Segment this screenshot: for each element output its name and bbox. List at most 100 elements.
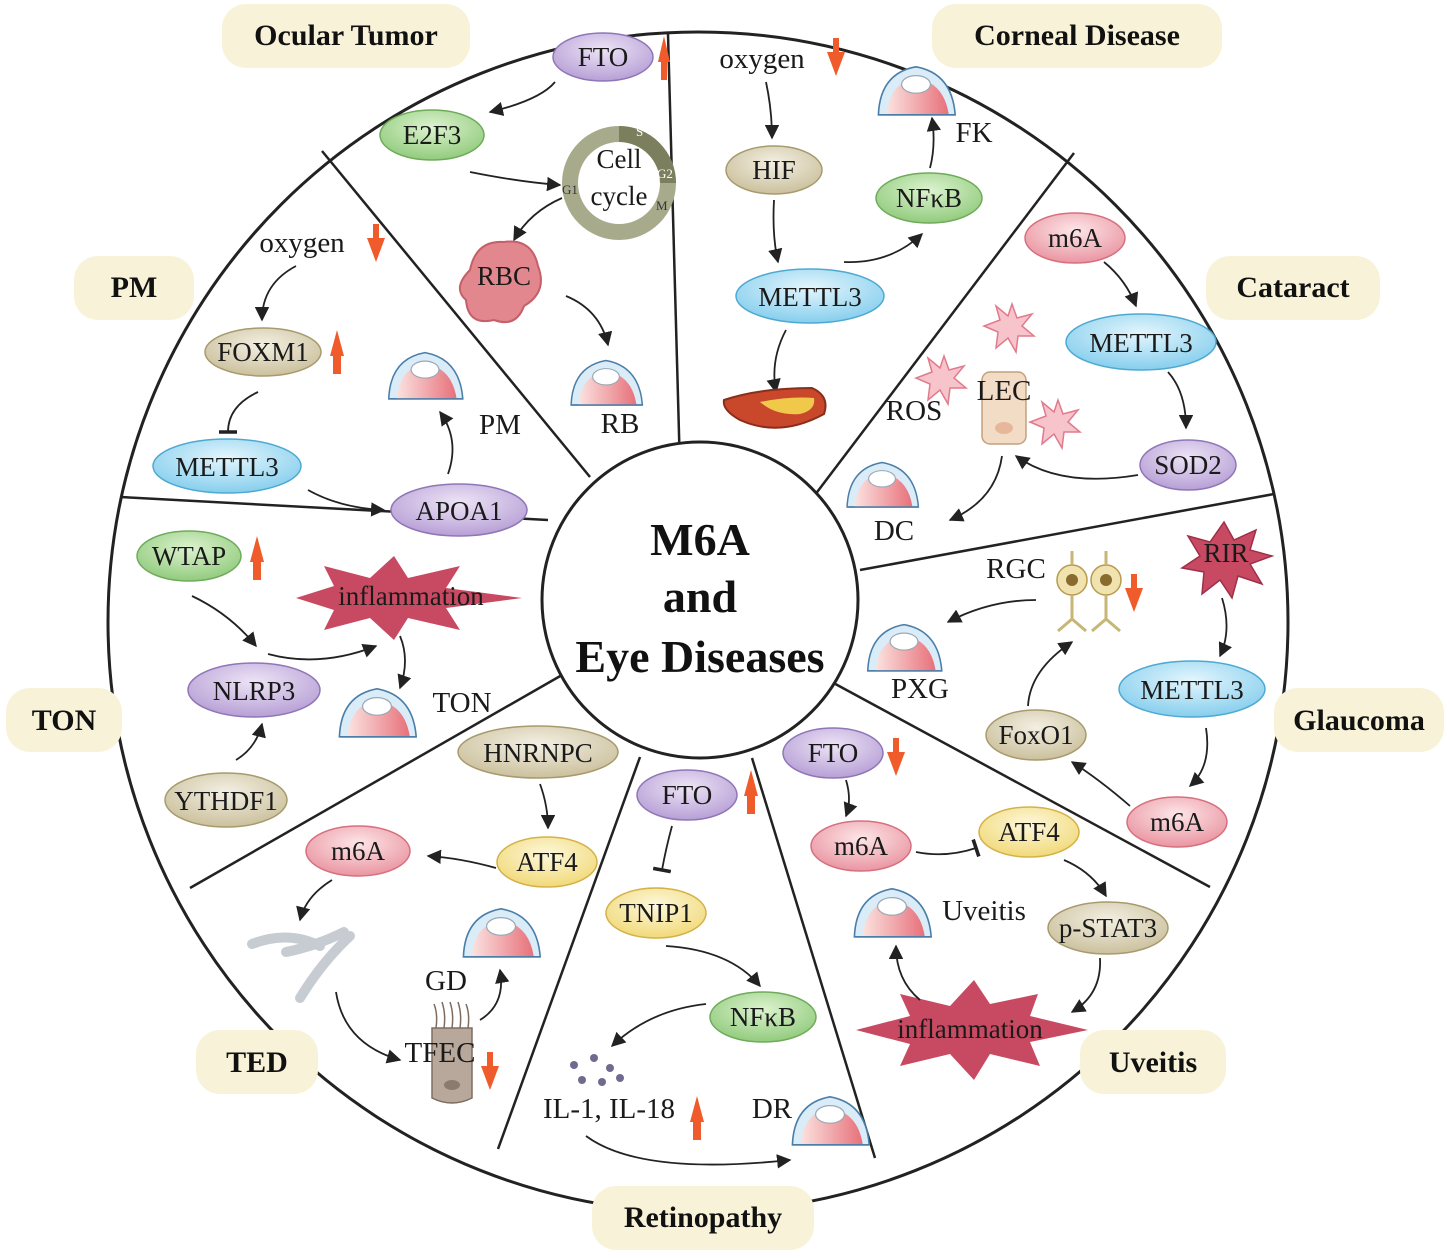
node-wtap-label: WTAP — [152, 541, 226, 571]
center-title: M6A and Eye Diseases — [575, 514, 824, 682]
node-m6a-label: m6A — [1048, 223, 1103, 253]
badge-glaucoma — [1274, 688, 1444, 752]
node-mettl3 — [1118, 660, 1266, 718]
label-il: IL-1, IL-18 — [543, 1093, 675, 1125]
down-arrow-icon — [1125, 574, 1143, 612]
node-nfkb-label: NFκB — [896, 183, 962, 213]
label-ton: TON — [432, 687, 491, 719]
node-m6a-label: m6A — [1150, 807, 1205, 837]
label-tfec: TFEC — [405, 1037, 476, 1069]
sector-ton: WTAP inflammation NLRP3 YTHDF1 TON — [136, 530, 522, 828]
up-arrow-icon — [250, 536, 264, 580]
badge-uveitis — [1080, 1030, 1226, 1094]
node-foxm1-label: FOXM1 — [217, 337, 309, 367]
node-sod2-label: SOD2 — [1154, 450, 1222, 480]
badge-corneal-disease-label: Corneal Disease — [974, 19, 1180, 52]
node-fto-label: FTO — [808, 738, 859, 768]
node-mettl3-label: METTL3 — [1140, 675, 1243, 705]
badge-retinopathy-label: Retinopathy — [624, 1201, 782, 1234]
badge-ted-label: TED — [226, 1046, 288, 1079]
node-fto — [552, 32, 654, 82]
node-nlrp3-label: NLRP3 — [213, 676, 296, 706]
up-arrow-icon — [330, 330, 344, 374]
phase-g1: G1 — [562, 182, 578, 197]
node-foxm1 — [204, 327, 322, 377]
rir-burst-icon — [1180, 520, 1275, 600]
node-rbc-label: RBC — [477, 261, 531, 291]
label-fk: FK — [955, 117, 992, 149]
node-sod2 — [1139, 439, 1237, 491]
chromatin-icon — [247, 927, 355, 1003]
label-pxg: PXG — [891, 673, 949, 705]
label-uveitis: Uveitis — [942, 895, 1026, 927]
node-fto — [636, 769, 738, 821]
node-atf4 — [978, 806, 1080, 858]
badge-ton-label: TON — [32, 704, 97, 737]
cytokine-dots-icon — [570, 1054, 624, 1086]
node-mettl3-label: METTL3 — [175, 452, 278, 482]
down-arrow-icon — [481, 1052, 499, 1090]
label-lec: LEC — [977, 375, 1032, 407]
badge-pm-label: PM — [111, 271, 158, 304]
node-mettl3 — [152, 438, 302, 494]
node-nfkb — [875, 172, 983, 224]
rgc-neuron-icon — [1056, 551, 1122, 633]
node-hif-label: HIF — [752, 155, 796, 185]
center-circle — [540, 440, 860, 760]
node-fto-label: FTO — [662, 780, 713, 810]
lec-cell-icon — [981, 371, 1027, 445]
sector-corneal-disease: oxygen HIF METTL3 NFκB FK — [719, 38, 993, 429]
node-hif — [725, 145, 823, 195]
label-ros: ROS — [886, 395, 942, 427]
node-e2f3 — [379, 109, 485, 161]
label-oxygen: oxygen — [259, 227, 345, 259]
label-dc: DC — [874, 515, 914, 547]
ros-star-icon — [1027, 397, 1083, 451]
node-m6a-label: m6A — [834, 831, 889, 861]
node-ythdf1 — [164, 772, 288, 828]
label-inflammation: inflammation — [338, 581, 484, 611]
label-rgc: RGC — [986, 553, 1046, 585]
node-mettl3 — [735, 268, 885, 324]
up-arrow-icon — [690, 1096, 704, 1140]
badge-retinopathy — [592, 1186, 814, 1250]
node-tnip1 — [605, 887, 707, 939]
badge-cataract-label: Cataract — [1236, 271, 1349, 304]
sector-uveitis: FTO m6A ATF4 p-STAT3 inflammation Uveiti… — [782, 727, 1169, 1080]
ros-star-icon — [981, 301, 1037, 355]
node-hnrnpc — [457, 725, 619, 779]
sector-pm: oxygen FOXM1 METTL3 APOA1 PM — [152, 224, 528, 537]
sector-ted: HNRNPC ATF4 m6A TFEC GD — [247, 725, 619, 1104]
disease-badges: Ocular Tumor Corneal Disease PM Cataract… — [6, 4, 1444, 1250]
sector-glaucoma: RIR METTL3 m6A FoxO1 RGC PXG — [866, 520, 1275, 848]
down-arrow-icon — [367, 224, 385, 262]
badge-corneal-disease — [932, 4, 1222, 68]
node-pstat3-label: p-STAT3 — [1059, 913, 1157, 943]
inflammation-burst-icon — [296, 556, 522, 640]
tfec-cell-icon — [431, 1001, 473, 1104]
phase-g2: G2 — [657, 166, 673, 181]
badge-ocular-tumor-label: Ocular Tumor — [254, 19, 438, 52]
node-m6a — [1024, 212, 1126, 264]
node-atf4 — [496, 836, 598, 888]
node-foxo1 — [985, 709, 1087, 761]
node-e2f3-label: E2F3 — [403, 120, 462, 150]
inflammation-burst-icon — [856, 980, 1088, 1080]
sector-cataract: m6A METTL3 SOD2 ROS LEC DC — [846, 212, 1237, 547]
node-atf4-label: ATF4 — [516, 847, 578, 877]
node-ythdf1-label: YTHDF1 — [174, 786, 278, 816]
node-atf4-label: ATF4 — [998, 817, 1060, 847]
node-mettl3 — [1065, 313, 1217, 371]
node-nfkb — [709, 991, 817, 1043]
node-apoa1-label: APOA1 — [415, 496, 502, 526]
badge-ton — [6, 688, 122, 752]
node-m6a — [810, 820, 912, 872]
label-dr: DR — [752, 1093, 793, 1125]
phase-s: S — [636, 124, 643, 139]
node-m6a — [1126, 796, 1228, 848]
node-wtap — [136, 530, 242, 582]
center-line-2: and — [663, 571, 738, 622]
node-hnrnpc-label: HNRNPC — [483, 738, 593, 768]
rbc-cell-icon — [459, 240, 542, 324]
